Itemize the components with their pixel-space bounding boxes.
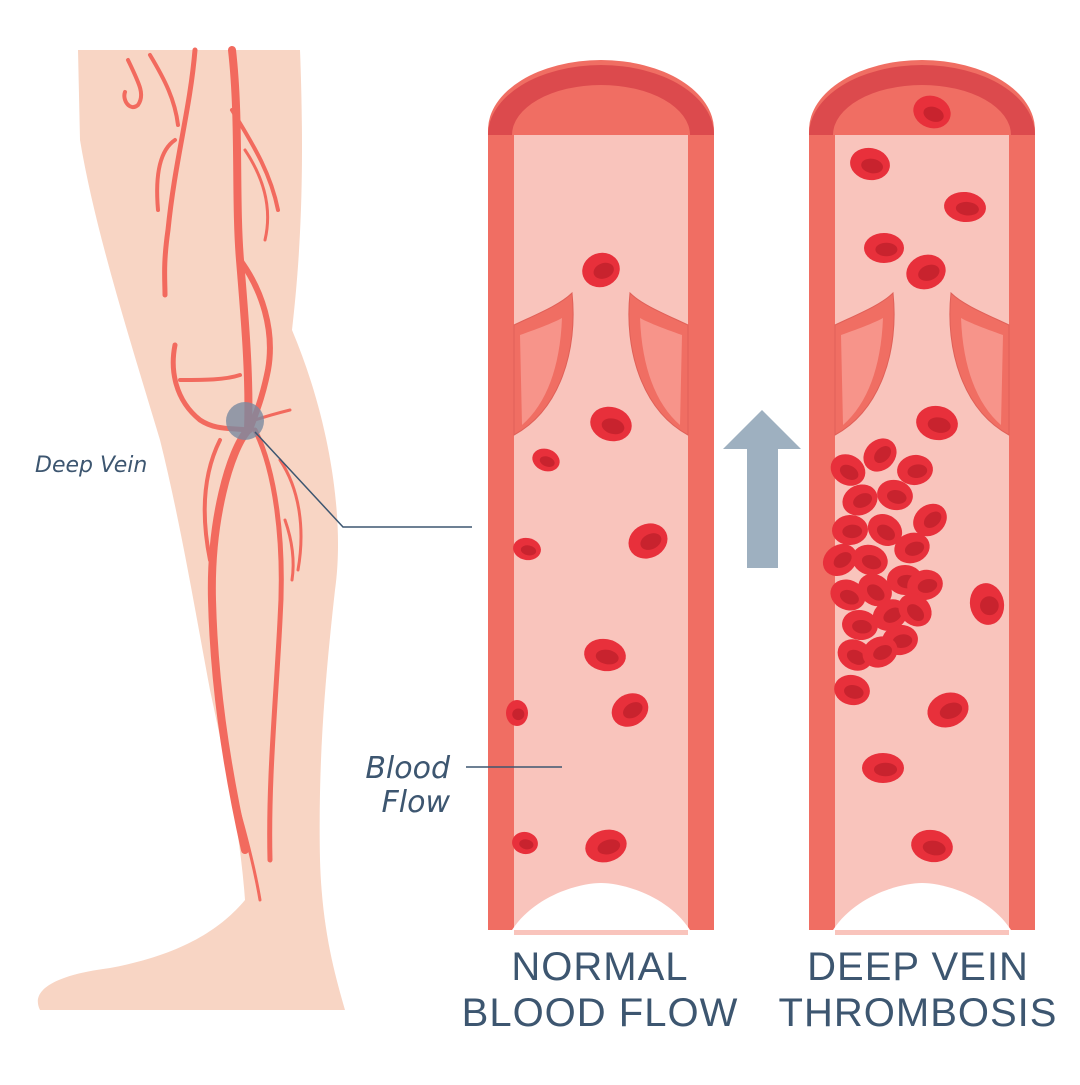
red-blood-cell: [842, 484, 878, 516]
normal-caption-line1: NORMAL: [511, 945, 689, 989]
red-blood-cell: [585, 829, 627, 863]
red-blood-cell: [944, 191, 986, 223]
red-blood-cell: [927, 692, 969, 728]
red-blood-cell: [611, 693, 649, 727]
normal-vessel: [466, 60, 714, 935]
red-blood-cell: [864, 233, 904, 263]
red-blood-cell: [850, 147, 890, 181]
up-arrow-icon: [723, 410, 801, 568]
red-blood-cell: [862, 753, 904, 783]
red-blood-cell: [913, 95, 951, 129]
deep-vein-label: Deep Vein: [35, 453, 148, 478]
blood-flow-label-line1: Blood: [365, 751, 450, 786]
red-blood-cell: [898, 593, 932, 627]
red-blood-cell: [832, 514, 868, 546]
red-blood-cell: [867, 514, 903, 546]
red-blood-cell: [906, 254, 946, 290]
normal-blood-cells: [506, 252, 668, 863]
red-blood-cell: [628, 523, 668, 559]
red-blood-cell: [877, 479, 913, 511]
red-blood-cell: [512, 831, 538, 855]
deep-vein-pointer-line: [254, 431, 472, 528]
dvt-caption-line2: THROMBOSIS: [778, 991, 1058, 1035]
red-blood-cell: [969, 583, 1005, 625]
dvt-vessel-opening: [833, 883, 1011, 930]
red-blood-cell: [842, 609, 878, 641]
red-blood-cell: [913, 503, 947, 537]
dvt-vessel: [809, 60, 1035, 935]
red-blood-cell: [897, 454, 933, 486]
blood-clot: [822, 438, 947, 706]
dvt-vessel-rim: [809, 65, 1035, 135]
red-blood-cell: [584, 638, 626, 672]
dvt-blood-cells: [850, 95, 1005, 863]
flow-direction-arrow: [723, 410, 801, 568]
normal-caption-line2: BLOOD FLOW: [461, 991, 739, 1035]
red-blood-cell: [582, 252, 620, 288]
dvt-caption: DEEP VEIN THROMBOSIS: [773, 944, 1063, 1036]
red-blood-cell: [852, 544, 888, 576]
leg-illustration: [37, 46, 472, 1010]
normal-blood-flow-caption: NORMAL BLOOD FLOW: [455, 944, 745, 1036]
red-blood-cell: [907, 569, 943, 601]
red-blood-cell: [862, 636, 898, 668]
normal-vessel-rim: [488, 65, 714, 135]
red-blood-cell: [863, 438, 897, 472]
red-blood-cell: [834, 674, 870, 706]
blood-flow-label: Blood Flow: [350, 752, 450, 820]
leg-skin: [37, 50, 345, 1010]
red-blood-cell: [916, 405, 958, 441]
red-blood-cell: [911, 829, 953, 863]
deep-vein-marker: [226, 402, 264, 440]
red-blood-cell: [590, 406, 632, 442]
red-blood-cell: [822, 543, 858, 577]
red-blood-cell: [506, 700, 528, 726]
normal-vessel-opening: [512, 883, 690, 930]
red-blood-cell: [513, 537, 541, 561]
red-blood-cell: [837, 639, 873, 671]
leg-veins: [122, 46, 303, 902]
red-blood-cell: [894, 532, 930, 564]
red-blood-cell: [830, 454, 866, 486]
red-blood-cell: [830, 579, 866, 611]
red-blood-cell: [532, 448, 560, 472]
blood-flow-label-line2: Flow: [381, 785, 450, 820]
dvt-caption-line1: DEEP VEIN: [807, 945, 1029, 989]
red-blood-cell: [858, 573, 892, 607]
